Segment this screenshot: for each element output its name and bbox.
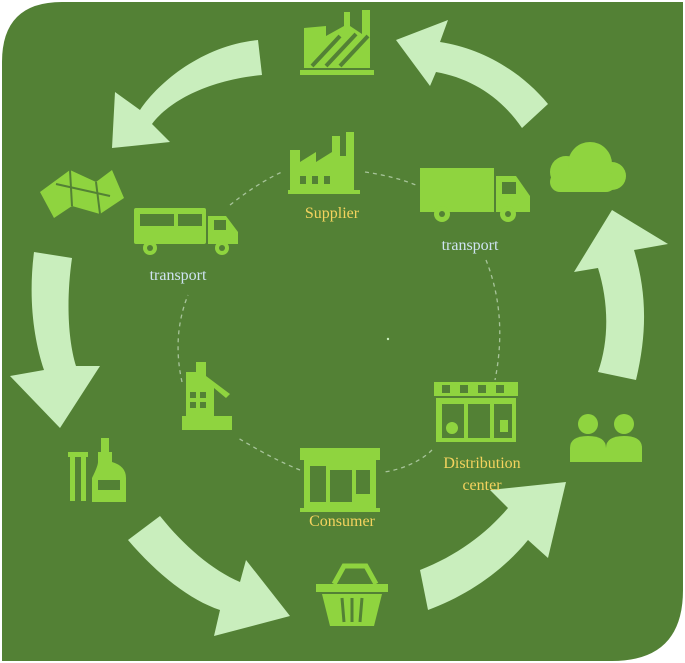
arrow-right-up xyxy=(574,210,668,380)
people-icon xyxy=(570,414,642,462)
delivery-truck-icon xyxy=(420,168,530,222)
map-icon xyxy=(40,169,124,218)
label-distribution-center-line2: center xyxy=(462,477,502,494)
dashed-ring xyxy=(177,171,501,473)
label-supplier: Supplier xyxy=(304,205,360,222)
factory-recycle-icon xyxy=(300,10,374,75)
arrow-left-down xyxy=(10,252,100,428)
label-transport-left: transport xyxy=(149,267,207,284)
arrow-bottom-right xyxy=(420,482,566,610)
cloud-icon xyxy=(550,142,626,192)
center-dot xyxy=(386,337,390,341)
arrow-top-right xyxy=(396,20,548,128)
truck-icon xyxy=(134,208,238,255)
shop-icon xyxy=(434,382,518,442)
wine-bottle-icon xyxy=(68,438,126,502)
label-distribution-center-line1: Distribution xyxy=(443,455,521,472)
shopping-basket-icon xyxy=(316,563,388,626)
crane-building-icon xyxy=(182,362,232,430)
arrow-bottom-left xyxy=(128,516,290,636)
arrow-top-left xyxy=(112,40,262,148)
label-transport-right: transport xyxy=(441,237,499,254)
store-icon xyxy=(300,448,380,512)
label-consumer: Consumer xyxy=(309,513,375,530)
factory-icon xyxy=(288,132,360,194)
